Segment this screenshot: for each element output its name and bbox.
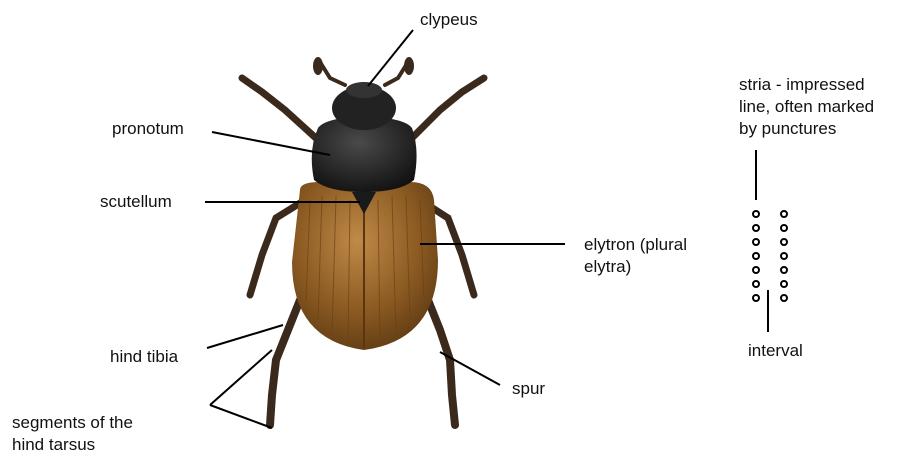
label-stria-1: stria - impressed xyxy=(739,74,865,96)
leader-lines xyxy=(205,30,768,428)
label-interval: interval xyxy=(748,340,803,362)
clypeus-shape xyxy=(346,82,382,98)
label-clypeus: clypeus xyxy=(420,9,478,31)
label-pronotum: pronotum xyxy=(112,118,184,140)
label-spur: spur xyxy=(512,378,545,400)
label-elytron-1: elytron (plural xyxy=(584,234,687,256)
label-tarsus-2: hind tarsus xyxy=(12,434,95,456)
label-hind-tibia: hind tibia xyxy=(110,346,178,368)
label-tarsus-1: segments of the xyxy=(12,412,133,434)
label-scutellum: scutellum xyxy=(100,191,172,213)
label-stria-3: by punctures xyxy=(739,118,836,140)
stria-punctures xyxy=(753,211,787,301)
label-stria-2: line, often marked xyxy=(739,96,874,118)
label-elytron-2: elytra) xyxy=(584,256,631,278)
